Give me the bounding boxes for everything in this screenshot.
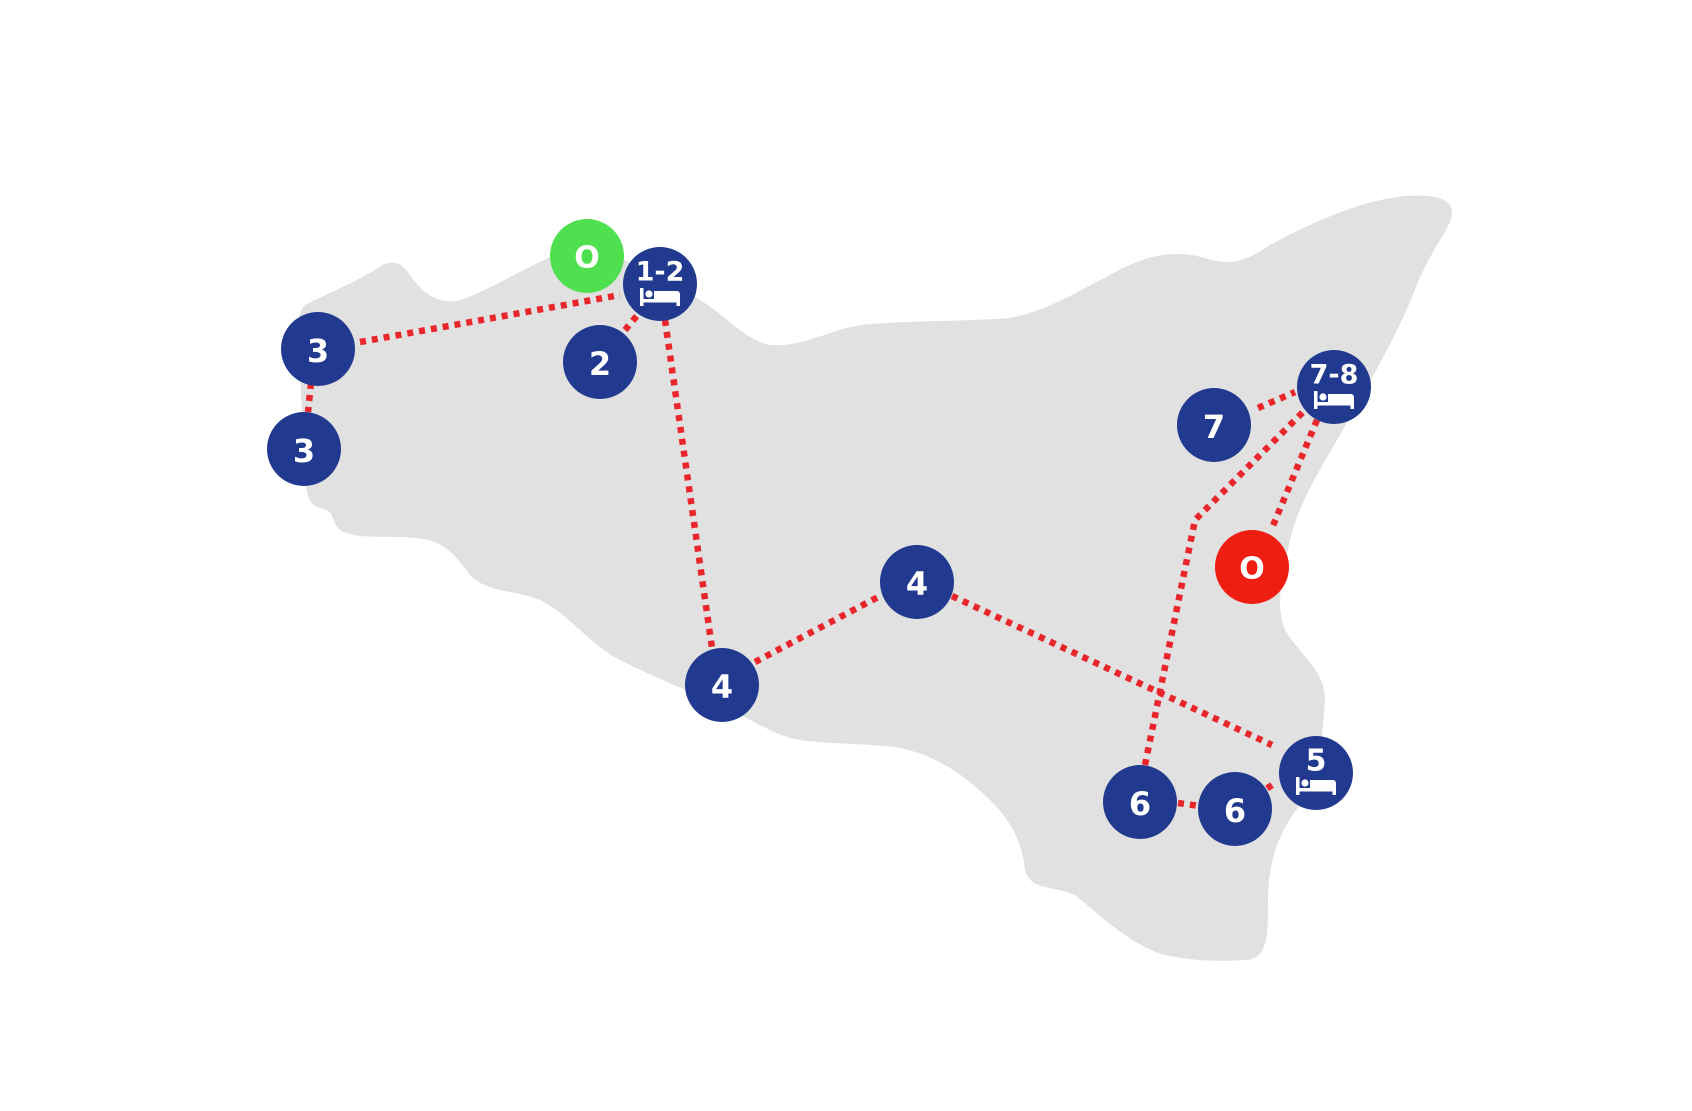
bed-icon (1296, 777, 1336, 795)
stop-marker (880, 545, 954, 619)
end-marker-label: O (1239, 552, 1265, 587)
stop-marker (563, 325, 637, 399)
stop-marker (281, 312, 355, 386)
stop-marker (1198, 772, 1272, 846)
stop-marker-label: 3 (293, 432, 315, 470)
stop-marker-label: 5 (1306, 744, 1327, 779)
bed-icon (640, 288, 680, 306)
stop-marker-label: 1-2 (636, 257, 685, 288)
stop-marker-label: 4 (906, 565, 928, 603)
route-6-to-6 (1177, 799, 1201, 810)
stop-marker (1177, 388, 1251, 462)
route-5-to-6 (1260, 782, 1274, 795)
stop-marker-label: 6 (1129, 785, 1151, 823)
stop-marker-label: 4 (711, 668, 733, 706)
stop-marker (267, 412, 341, 486)
stop-marker (685, 648, 759, 722)
stop-marker-label: 6 (1224, 792, 1246, 830)
start-marker-label: O (574, 241, 600, 276)
stop-marker-label: 7-8 (1310, 360, 1359, 391)
route-3-to-3 (304, 382, 315, 413)
route-2-to-12 (622, 309, 643, 333)
route-12-to-4 (661, 319, 716, 649)
stop-markers: O O 1-2 2 3 3 4 4 5 6 6 7 7-8 (267, 219, 1371, 846)
start-marker (550, 219, 624, 293)
stop-marker-label: 7 (1203, 408, 1225, 446)
stop-marker-label: 3 (307, 332, 329, 370)
stop-marker (1103, 765, 1177, 839)
route-3-to-12 (359, 291, 621, 346)
route-lines (304, 291, 1320, 810)
route-6-to-78 (1141, 407, 1308, 766)
route-78-to-end (1269, 418, 1320, 530)
bed-icon (1314, 391, 1354, 409)
end-marker (1215, 530, 1289, 604)
stop-marker-label: 2 (589, 345, 611, 383)
